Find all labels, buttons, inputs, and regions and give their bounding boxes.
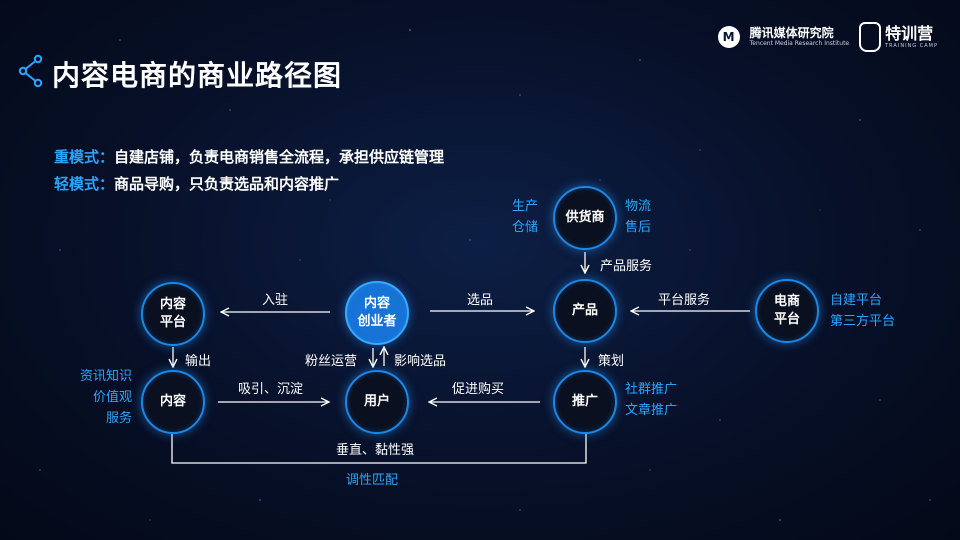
promotion-right-label: 文章推广: [625, 403, 678, 418]
tencent-media-logo-icon: M: [717, 26, 740, 48]
promotion-right-label: 社群推广: [625, 382, 678, 397]
node-content-creator-line1: 内容: [363, 296, 390, 312]
share-icon: [18, 54, 43, 88]
logo2-main-text: 特训营: [885, 23, 934, 43]
label-product-service: 产品服务: [600, 259, 653, 274]
node-content-creator: 内容创业者: [345, 281, 409, 345]
node-content-platform-line2: 平台: [159, 315, 186, 330]
content-left-label: 资讯知识: [79, 369, 132, 384]
light-mode-key: 轻模式：: [54, 175, 115, 193]
tencent-media-logo-text: 腾讯媒体研究院 Tencent Media Research Institute: [750, 27, 849, 47]
training-camp-mark-icon: [859, 22, 882, 52]
promotion-right-labels: 社群推广 文章推广: [625, 379, 677, 421]
label-vertical: 垂直、黏性强: [336, 443, 415, 458]
label-attract: 吸引、沉淀: [238, 382, 304, 397]
supplier-left-label: 仓储: [512, 220, 539, 235]
supplier-left-label: 生产: [512, 199, 539, 214]
heavy-mode-text: 自建店铺，负责电商销售全流程，承担供应链管理: [114, 148, 445, 166]
label-settle: 入驻: [262, 293, 289, 308]
label-promote-buy: 促进购买: [452, 382, 505, 397]
node-supplier-label: 供货商: [565, 210, 605, 226]
node-supplier: 供货商: [553, 186, 617, 250]
node-ecommerce-platform: 电商平台: [755, 279, 819, 343]
content-left-label: 价值观: [92, 390, 132, 405]
logo1-main-text: 腾讯媒体研究院: [749, 26, 834, 40]
label-platform-service: 平台服务: [658, 293, 711, 308]
label-influence: 影响选品: [394, 354, 447, 369]
supplier-right-labels: 物流 售后: [625, 196, 651, 238]
node-product: 产品: [553, 279, 617, 343]
content-left-labels: 资讯知识 价值观 服务: [76, 366, 132, 429]
logo2-text: 特训营 TRAINING CAMP: [885, 23, 938, 49]
light-mode-line: 轻模式：商品导购，只负责选品和内容推广: [54, 173, 339, 194]
training-camp-logo: 特训营 TRAINING CAMP: [859, 22, 938, 52]
heavy-mode-key: 重模式：: [54, 148, 115, 166]
node-content: 内容: [141, 370, 205, 434]
label-tone-match: 调性匹配: [346, 473, 399, 488]
page-title: 内容电商的商业路径图: [52, 59, 343, 92]
label-plan: 策划: [598, 354, 625, 369]
node-ecommerce-platform-line1: 电商: [773, 294, 800, 310]
heavy-mode-line: 重模式：自建店铺，负责电商销售全流程，承担供应链管理: [54, 146, 444, 167]
header-logos: M 腾讯媒体研究院 Tencent Media Research Institu…: [717, 22, 938, 52]
node-content-platform: 内容平台: [141, 282, 205, 346]
label-output: 输出: [185, 354, 212, 369]
supplier-right-label: 物流: [625, 199, 652, 214]
ecommerce-right-label: 自建平台: [830, 293, 883, 308]
label-fan-ops: 粉丝运营: [305, 354, 358, 369]
node-user-label: 用户: [363, 394, 390, 410]
node-promotion: 推广: [553, 370, 617, 434]
node-content-creator-line2: 创业者: [357, 314, 397, 329]
logo2-sub-text: TRAINING CAMP: [885, 42, 938, 49]
tone-match-bracket: [171, 433, 587, 464]
node-ecommerce-platform-line2: 平台: [773, 312, 800, 327]
logo1-sub-text: Tencent Media Research Institute: [749, 40, 850, 47]
node-content-label: 内容: [159, 394, 186, 410]
label-select: 选品: [467, 293, 494, 308]
light-mode-text: 商品导购，只负责选品和内容推广: [114, 175, 340, 193]
node-user: 用户: [345, 370, 409, 434]
ecommerce-right-label: 第三方平台: [830, 314, 896, 329]
node-product-label: 产品: [571, 303, 598, 319]
ecommerce-right-labels: 自建平台 第三方平台: [830, 290, 895, 332]
node-content-platform-line1: 内容: [159, 297, 186, 313]
content-left-label: 服务: [105, 411, 132, 426]
node-promotion-label: 推广: [571, 394, 598, 410]
supplier-right-label: 售后: [625, 220, 652, 235]
supplier-left-labels: 生产 仓储: [512, 196, 538, 238]
